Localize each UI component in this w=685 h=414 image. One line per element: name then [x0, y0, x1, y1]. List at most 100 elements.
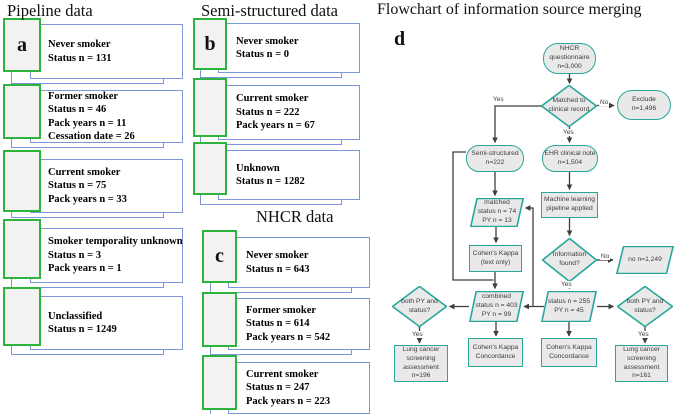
parallelogram-shape	[616, 246, 674, 274]
panel-semi-structured-title: Semi-structured data	[201, 1, 338, 20]
node-line: screening	[406, 354, 436, 362]
card-line: Status n = 75	[48, 180, 107, 192]
flowchart-node-ml-pipeline: Machine learning pipeline applied	[541, 192, 598, 218]
card-never-smoker-pipeline: Never smoker Status n = 131	[30, 24, 183, 79]
panel-letter-a: a	[17, 33, 27, 56]
card-line: Status n = 1282	[236, 176, 305, 187]
node-line: n=3,000	[557, 62, 582, 70]
flowchart-node-both-py-status-left: both PY and status?	[392, 286, 447, 327]
node-line: screening	[627, 354, 656, 362]
flowchart-node-ehr-clinical-note: EHR clinical note n=1,504	[542, 145, 598, 172]
node-line: assessment	[623, 363, 660, 371]
node-line: EHR clinical note	[544, 149, 596, 157]
node-line: status n = 403	[475, 302, 518, 310]
card-never-smoker-semi: Never smoker Status n = 0	[218, 23, 360, 73]
diamond-shape	[541, 85, 597, 127]
parallelogram-shape	[470, 198, 524, 227]
card-former-smoker-nhcr: Former smoker Status n = 614 Pack years …	[228, 298, 370, 350]
flowchart-node-kappa-concordance-left: Cohen's Kappa Concordance	[468, 338, 523, 367]
card-line: Former smoker	[246, 304, 317, 316]
node-line: Information	[552, 251, 587, 259]
card-line: Current smoker	[236, 93, 309, 105]
node-line: Semi-structured	[471, 149, 519, 157]
flowchart-node-semi-structured: Semi-structured n=222	[466, 145, 524, 172]
node-line: Lung cancer	[402, 345, 440, 353]
edge-label-yes: Yes	[560, 281, 573, 289]
edge-label-no: No	[600, 253, 611, 261]
card-line: Status n = 1249	[48, 324, 117, 335]
node-line: status n = 255	[547, 297, 591, 305]
node-line: both PY and	[401, 297, 438, 305]
card-line: Current smoker	[246, 368, 319, 380]
card-line: Status n = 0	[236, 49, 289, 60]
node-line: pipeline applied	[546, 205, 593, 212]
node-line: PY n = 45	[554, 306, 584, 314]
card-line: Former smoker	[48, 90, 119, 102]
node-line: status?	[634, 306, 656, 314]
flowchart-node-no-information: no n=1,249	[616, 246, 674, 274]
card-line: Status n = 131	[48, 52, 112, 64]
diamond-shape	[617, 286, 673, 327]
category-image-box	[3, 219, 41, 279]
flowchart-node-lung-cancer-screening-left: Lung cancer screening assessment n=196	[394, 345, 448, 382]
card-never-smoker-nhcr: Never smoker Status n = 643	[228, 237, 370, 288]
flowchart-node-information-found: Information found?	[542, 238, 597, 282]
node-line: Cohen's Kappa	[546, 343, 592, 351]
card-line: Pack years n = 33	[48, 193, 127, 205]
flowchart-title: Flowchart of information source merging	[377, 1, 642, 18]
node-line: clinical record	[548, 106, 590, 113]
node-line: matched	[484, 199, 510, 207]
node-line: questionnaire	[549, 54, 590, 62]
edge-label-yes: Yes	[637, 331, 650, 339]
card-temporality-unknown-pipeline: Smoker temporality unknown Status n = 3 …	[30, 228, 183, 283]
node-line: assessment	[403, 363, 439, 371]
card-unclassified-pipeline: Unclassified Status n = 1249	[30, 296, 183, 350]
flowchart-node-status-py-data: status n = 255 PY n = 45	[541, 291, 597, 322]
node-line: Concordance	[549, 352, 589, 360]
card-line: Status n = 247	[246, 382, 310, 394]
node-line: (text only)	[480, 258, 511, 266]
flowchart-node-combined-data: combined status n = 403 PY n = 99	[469, 291, 524, 322]
diamond-shape	[392, 286, 447, 327]
panel-letter-c: c	[215, 245, 224, 267]
node-line: Lung cancer	[623, 345, 660, 353]
node-line: n=1,496	[631, 105, 657, 112]
card-line: Unknown	[236, 162, 280, 174]
category-image-box	[3, 84, 41, 139]
card-line: Status n = 46	[48, 104, 107, 115]
flowchart-node-kappa-concordance-right: Cohen's Kappa Concordance	[541, 338, 597, 367]
parallelogram-shape	[541, 291, 597, 322]
card-current-smoker-nhcr: Current smoker Status n = 247 Pack years…	[228, 362, 370, 414]
parallelogram-shape	[469, 291, 524, 322]
node-line: status?	[408, 306, 431, 314]
node-line: NHCR	[559, 45, 580, 53]
panel-pipeline-title: Pipeline data	[7, 1, 93, 20]
edge-label-no: No	[599, 99, 610, 107]
panel-letter-b: b	[204, 32, 216, 55]
flowchart-node-cohens-kappa-text-only: Cohen's Kappa (text only)	[469, 245, 522, 272]
card-line: Never smoker	[236, 35, 299, 47]
category-image-box	[3, 287, 41, 346]
flowchart-node-matched-to-clinical-record: Matched to clinical record	[541, 85, 597, 127]
card-line: Never smoker	[48, 39, 111, 50]
edge-label-yes: Yes	[492, 96, 505, 104]
node-line: n=161	[632, 372, 651, 380]
category-image-box	[202, 355, 237, 410]
panel-b-marker-box: b	[193, 18, 227, 70]
category-image-box	[193, 142, 227, 195]
category-image-box	[202, 292, 237, 347]
node-line: Machine learning	[544, 196, 595, 204]
node-line: combined	[481, 293, 511, 301]
card-line: Never smoker	[246, 250, 309, 261]
flowchart-node-lung-cancer-screening-right: Lung cancer screening assessment n=161	[615, 345, 668, 382]
card-unknown-semi: Unknown Status n = 1282	[218, 150, 360, 200]
card-line: Status n = 643	[246, 263, 310, 275]
card-line: Status n = 3	[48, 249, 101, 261]
card-line: Pack years n = 223	[246, 395, 331, 407]
node-line: both PY and	[626, 297, 664, 305]
category-image-box	[193, 78, 227, 137]
card-line: Pack years n = 1	[48, 263, 122, 275]
node-line: n=222	[485, 158, 505, 166]
edge-label-yes: Yes	[411, 331, 424, 339]
node-line: Exclude	[632, 96, 656, 104]
